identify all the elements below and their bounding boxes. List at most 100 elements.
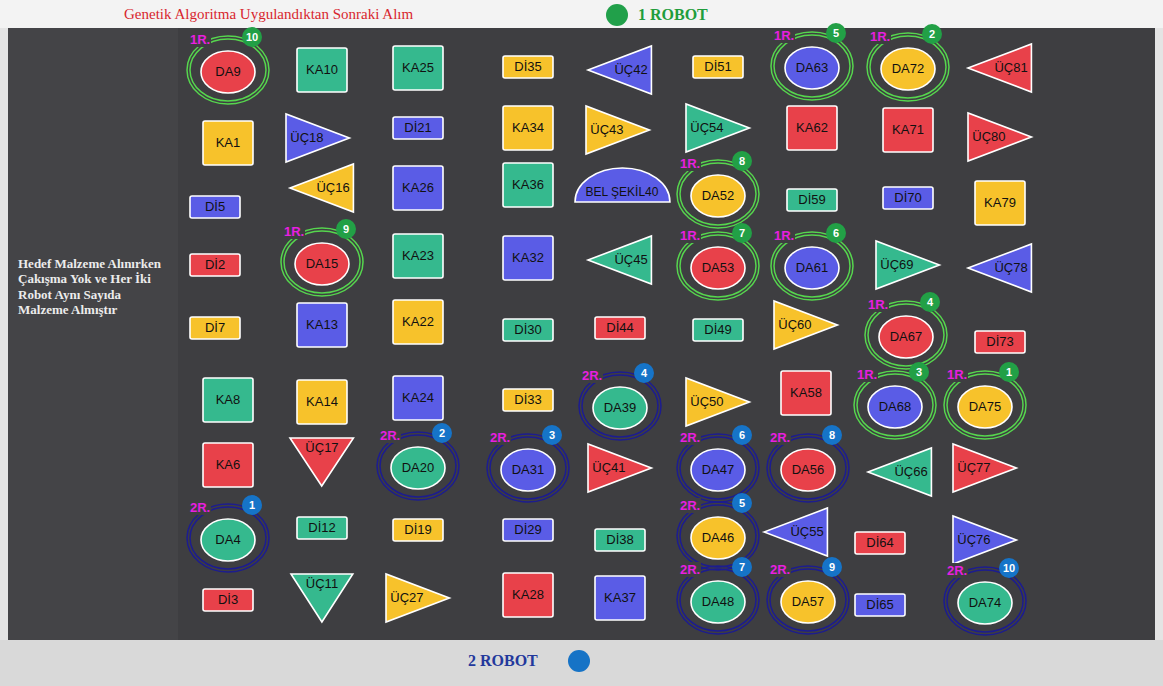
part-label: ÜÇ60 — [778, 318, 811, 333]
part-label: DA56 — [792, 463, 825, 478]
order-badge: 6 — [826, 223, 846, 243]
circle-part: DA9 — [200, 50, 256, 94]
part-shape — [691, 581, 745, 623]
square-part: KA13 — [296, 302, 348, 348]
pick-order-number: 2 — [929, 28, 935, 41]
triangle-part: ÜÇ77 — [952, 443, 1017, 493]
robot-tag-box: 2R. — [379, 426, 401, 444]
part-label: Dİ33 — [514, 393, 541, 408]
part-label: ÜÇ55 — [790, 525, 823, 540]
circle-part: DA46 — [690, 516, 746, 560]
bar-part: Dİ51 — [692, 55, 744, 79]
part-shape — [686, 378, 749, 426]
robot-tag: 1R. — [773, 28, 795, 43]
part-label: Dİ5 — [205, 200, 225, 215]
bar-part: Dİ73 — [974, 330, 1026, 354]
square-part: KA37 — [594, 575, 646, 621]
part-shape — [297, 517, 347, 539]
bar-part: Dİ30 — [502, 318, 554, 342]
robot-ring: 2R.9DA57 — [766, 565, 850, 635]
robot-tag-box: 2R. — [189, 498, 211, 516]
bar-part: Dİ49 — [692, 318, 744, 342]
order-badge: 9 — [822, 557, 842, 577]
part-shape — [503, 389, 553, 411]
bar-part: Dİ12 — [296, 516, 348, 540]
robot-tag-box: 1R. — [679, 226, 701, 244]
part-shape — [881, 48, 935, 90]
part-shape — [781, 449, 835, 491]
ring-line — [947, 570, 1023, 632]
part-label: Dİ44 — [606, 321, 633, 336]
robot-tag: 1R. — [856, 367, 878, 382]
part-label: KA36 — [512, 178, 544, 193]
part-label: KA32 — [512, 251, 544, 266]
circle-part: DA63 — [784, 46, 840, 90]
legend-swatch — [568, 650, 590, 672]
order-badge: 6 — [732, 425, 752, 445]
part-label: Dİ3 — [218, 593, 238, 608]
robot-tag: 2R. — [769, 562, 791, 577]
part-label: KA6 — [216, 458, 241, 473]
part-shape — [787, 106, 837, 150]
robot-tag-box: 1R. — [946, 365, 968, 383]
circle-part: DA53 — [690, 246, 746, 290]
part-shape — [290, 438, 353, 486]
square-part: KA1 — [202, 120, 254, 166]
ring-line — [774, 35, 850, 97]
part-label: Dİ19 — [404, 523, 431, 538]
pick-order-number: 8 — [829, 429, 835, 442]
part-label: KA10 — [306, 63, 338, 78]
bar-part: Dİ29 — [502, 518, 554, 542]
robot-tag-box: 1R. — [869, 27, 891, 45]
robot-tag-box: 2R. — [581, 366, 603, 384]
part-label: Dİ29 — [514, 523, 541, 538]
part-shape — [290, 164, 353, 212]
bar-part: Dİ5 — [189, 195, 241, 219]
pick-order-number: 9 — [829, 561, 835, 574]
robot-tag-box: 1R. — [773, 26, 795, 44]
part-shape — [953, 516, 1016, 564]
part-label: ÜÇ54 — [690, 121, 723, 136]
part-label: Dİ51 — [704, 60, 731, 75]
order-badge: 4 — [920, 292, 940, 312]
triangle-part: ÜÇ80 — [967, 112, 1032, 162]
part-label: ÜÇ69 — [880, 258, 913, 273]
order-badge: 1 — [242, 495, 262, 515]
part-label: Dİ2 — [205, 258, 225, 273]
part-label: KA34 — [512, 121, 544, 136]
triangle-part: ÜÇ45 — [587, 235, 652, 285]
circle-part: DA75 — [957, 385, 1013, 429]
robot-tag: 2R. — [379, 428, 401, 443]
triangle-part: ÜÇ42 — [587, 45, 652, 95]
part-shape — [201, 519, 255, 561]
pick-order-number: 3 — [916, 366, 922, 379]
robot-tag-box: 1R. — [283, 222, 305, 240]
ring-line — [680, 163, 756, 225]
triangle-part: ÜÇ50 — [685, 377, 750, 427]
part-shape — [501, 449, 555, 491]
part-label: ÜÇ27 — [390, 591, 423, 606]
square-part: KA8 — [202, 377, 254, 423]
bottom-band — [0, 640, 1163, 686]
part-label: ÜÇ76 — [957, 533, 990, 548]
part-shape — [686, 104, 749, 152]
pick-order-number: 9 — [343, 223, 349, 236]
part-shape — [883, 108, 933, 152]
part-label: Dİ70 — [894, 191, 921, 206]
triangle-part: ÜÇ78 — [967, 243, 1032, 293]
order-badge: 5 — [826, 23, 846, 43]
part-shape — [879, 316, 933, 358]
order-badge: 5 — [732, 493, 752, 513]
part-label: ÜÇ45 — [614, 253, 647, 268]
part-shape — [958, 386, 1012, 428]
part-shape — [595, 576, 645, 620]
robot-ring: 1R.7DA53 — [676, 231, 760, 301]
square-part: KA22 — [392, 299, 444, 345]
triangle-part: ÜÇ16 — [289, 163, 354, 213]
part-shape — [975, 331, 1025, 353]
pick-order-number: 1 — [249, 499, 255, 512]
robot-tag: 1R. — [283, 224, 305, 239]
part-label: KA58 — [790, 386, 822, 401]
robot-ring: 2R.10DA74 — [943, 566, 1027, 636]
part-label: ÜÇ66 — [894, 465, 927, 480]
